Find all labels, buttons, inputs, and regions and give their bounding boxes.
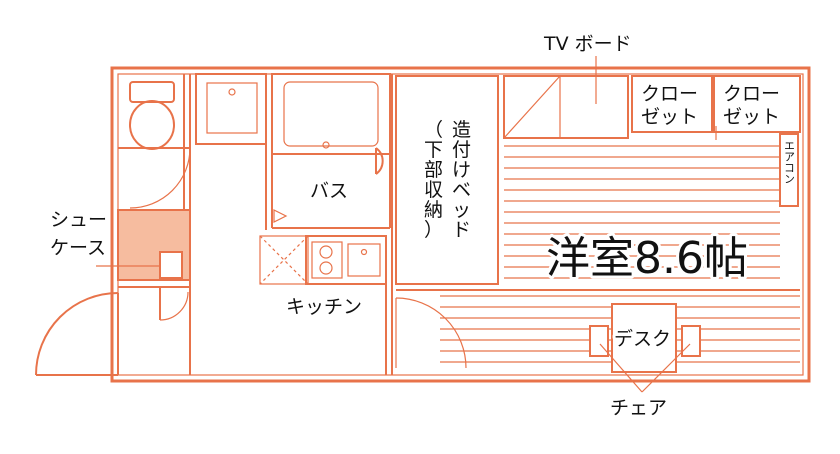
closets (631, 75, 801, 140)
bed-label-char: ッ (452, 199, 471, 221)
shoe-case (96, 209, 191, 281)
bed-label-char: ベ (452, 179, 471, 201)
bed-label-char: 部 (424, 159, 443, 181)
shoe-case-label-line1: シュー (50, 209, 107, 231)
bed-label-char: ） (424, 219, 443, 241)
bed-label-char: 納 (424, 199, 443, 221)
room-label: 洋室8.6帖 (546, 233, 748, 284)
hallway-walls (189, 74, 467, 375)
entrance (35, 286, 190, 376)
kitchen-unit (259, 235, 387, 285)
desk-set (589, 303, 701, 393)
washbasin (195, 73, 267, 230)
toilet-room (118, 74, 191, 210)
bed-label-char: （ (424, 119, 443, 141)
tv-board (503, 56, 629, 139)
bath-label: バス (310, 180, 348, 202)
room-floor (504, 145, 780, 279)
closet-1-label-line1: クロー (641, 83, 698, 105)
bed-label-char: け (452, 159, 471, 181)
closet-2-label-line2: ゼット (723, 106, 780, 128)
aircon-unit (779, 133, 799, 207)
chair-label: チェア (610, 397, 667, 419)
closet-1-label-line2: ゼット (641, 106, 698, 128)
toilet-bowl (129, 100, 175, 150)
bathroom (271, 73, 391, 229)
shoe-case-label-line2: ケース (50, 237, 106, 259)
bed-label-char: 付 (452, 139, 471, 161)
bed-label-char: 下 (424, 139, 443, 161)
aircon-label: エアコン (783, 140, 796, 184)
built-in-bed (395, 75, 499, 285)
desk-label: デスク (614, 328, 671, 350)
bed-label-char: 造 (452, 119, 471, 141)
kitchen-label: キッチン (286, 296, 362, 318)
bed-label-char: ド (452, 219, 471, 241)
closet-2-label-line1: クロー (723, 83, 780, 105)
bed-label-char: 収 (424, 179, 443, 201)
tv-board-label: TV ボード (543, 33, 632, 55)
